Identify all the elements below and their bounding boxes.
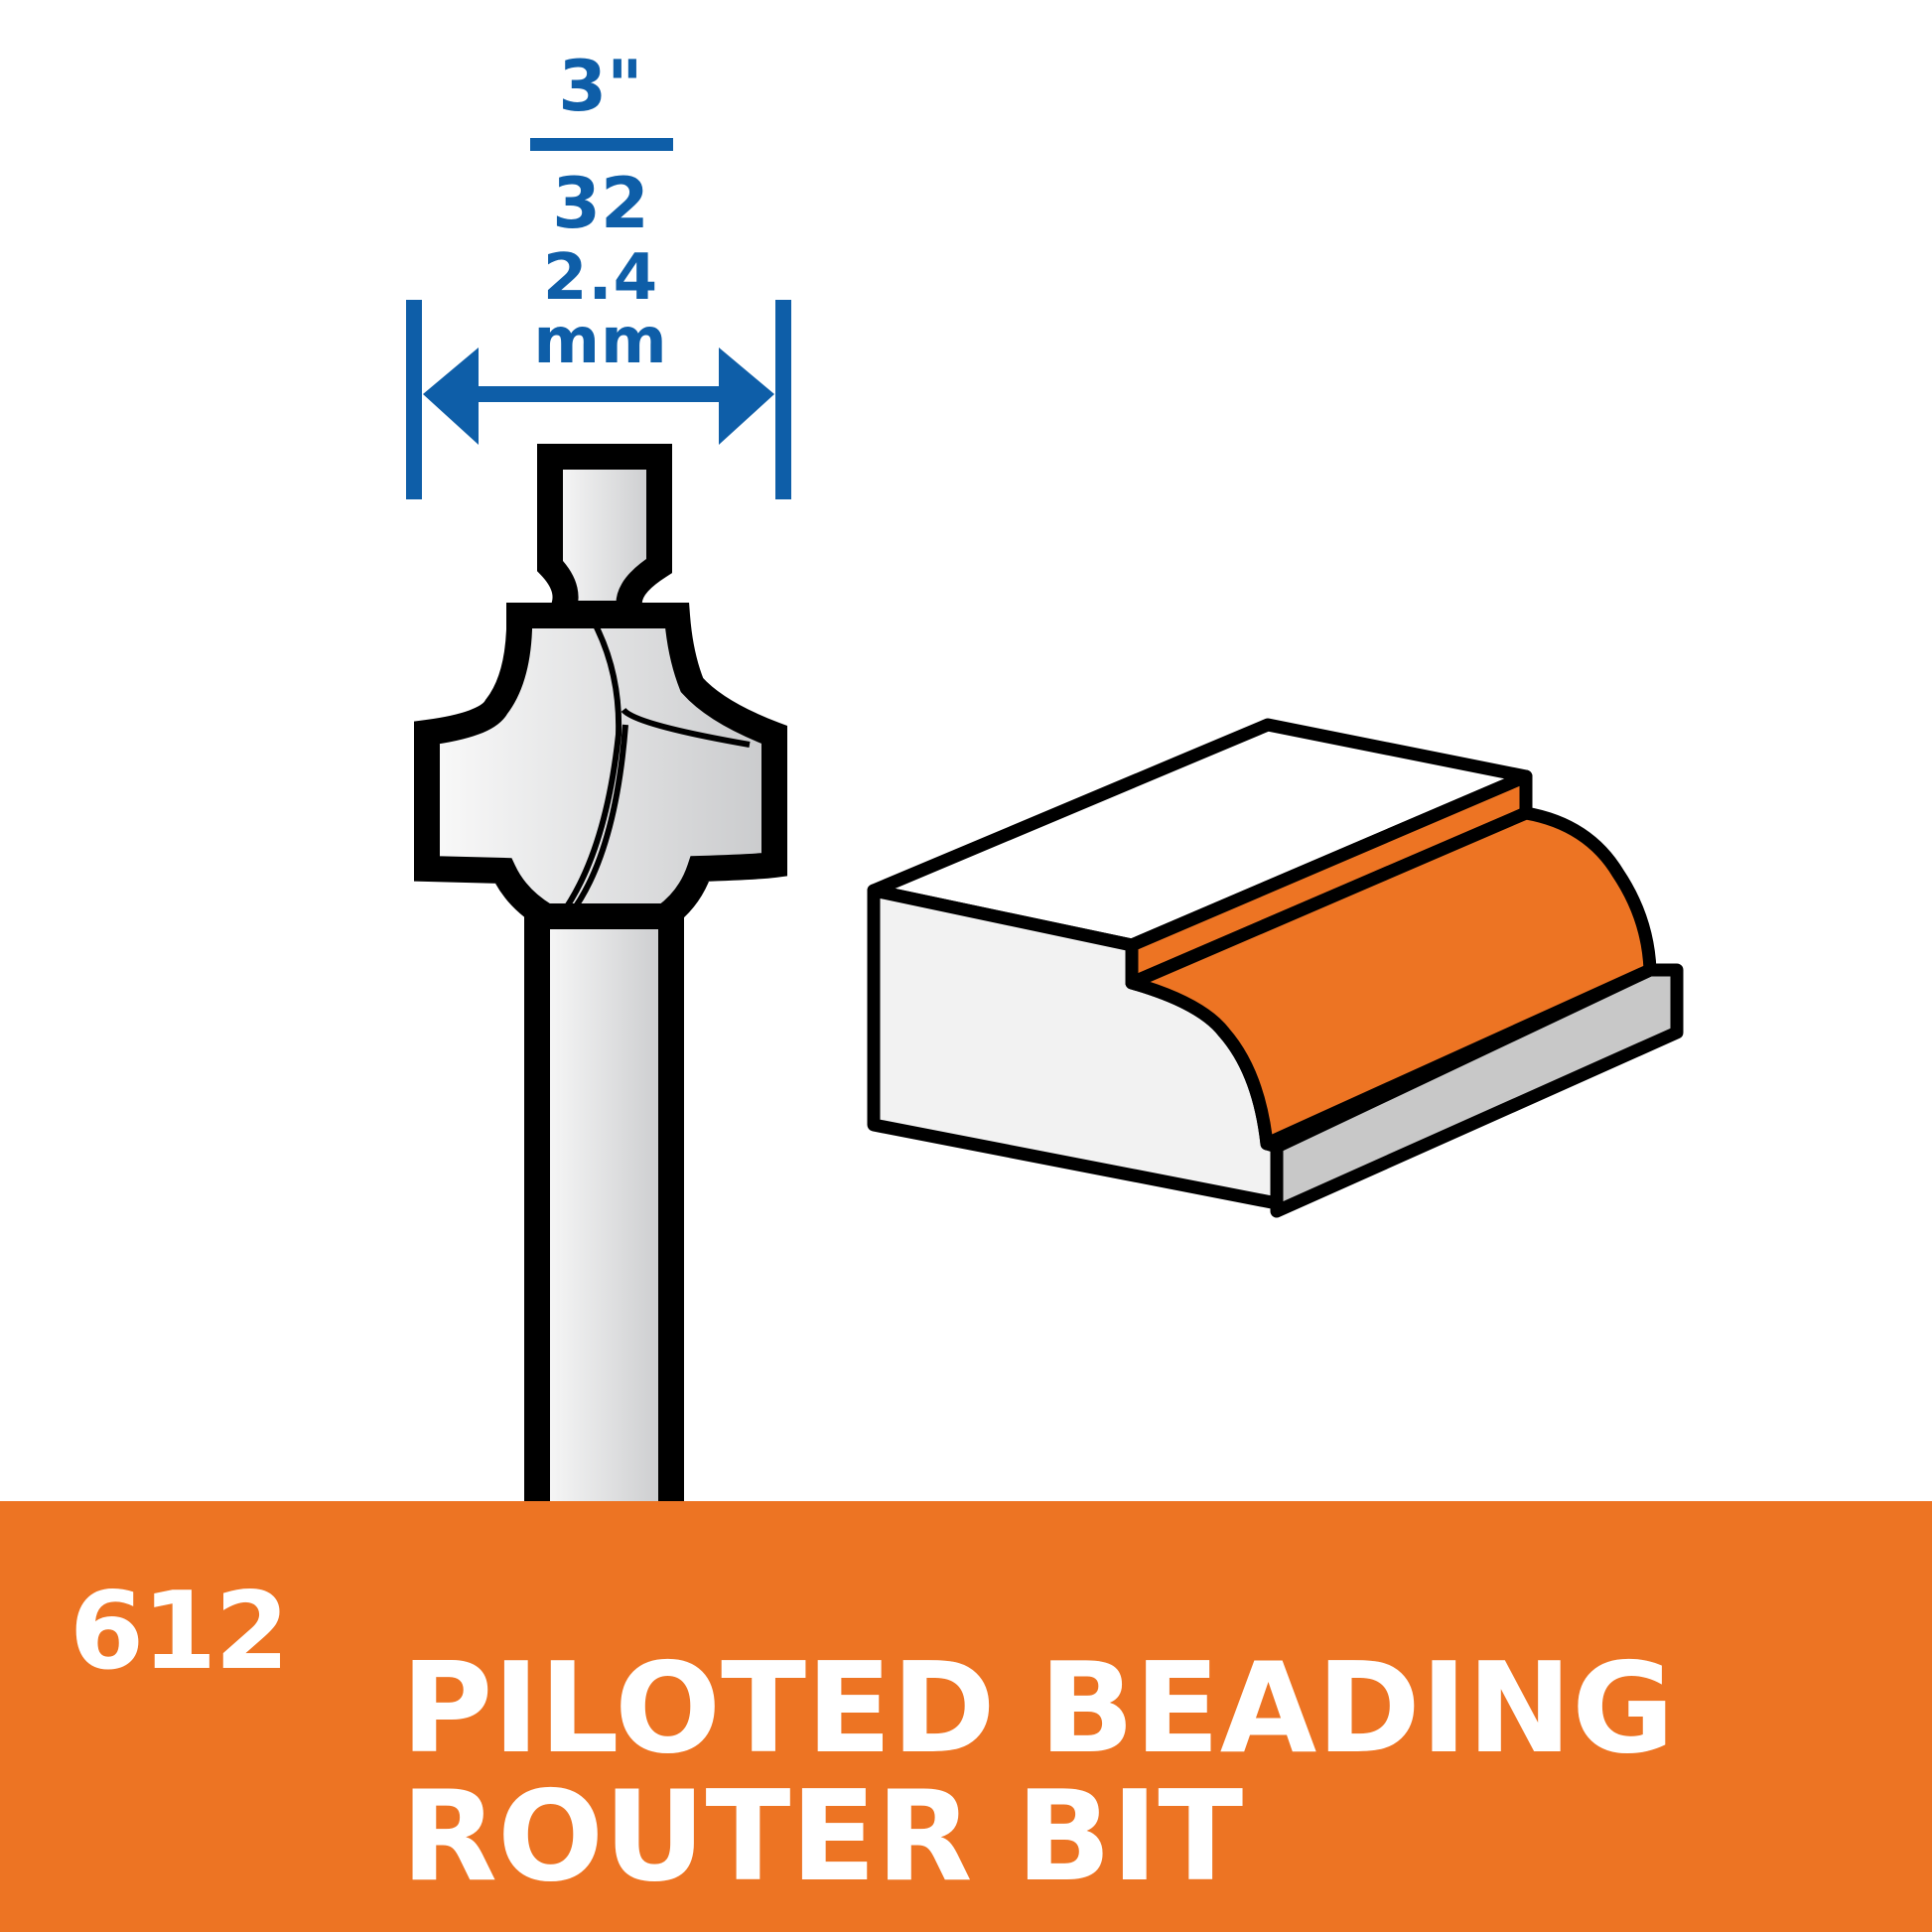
bit-flute [558,623,751,917]
product-number: 612 [69,1570,289,1694]
dimension-metric: 2.4 mm [533,241,668,378]
router-bit [414,444,787,1562]
fraction-bar [530,138,673,151]
workpiece [867,718,1684,1218]
bit-shank [524,900,684,1562]
dimension-fraction-numerator: 3" [558,46,643,127]
bead-profile [1125,806,1657,1151]
product-title-line-2: ROUTER BIT [401,1763,1244,1909]
dimension-fraction-denominator: 32 [552,163,649,244]
product-banner: 612 PILOTED BEADING ROUTER BIT [0,1501,1932,1932]
product-title-line-1: PILOTED BEADING [401,1635,1675,1781]
bit-pilot [537,444,672,626]
dimension-arrow [406,300,791,499]
bit-cutter [414,603,787,929]
